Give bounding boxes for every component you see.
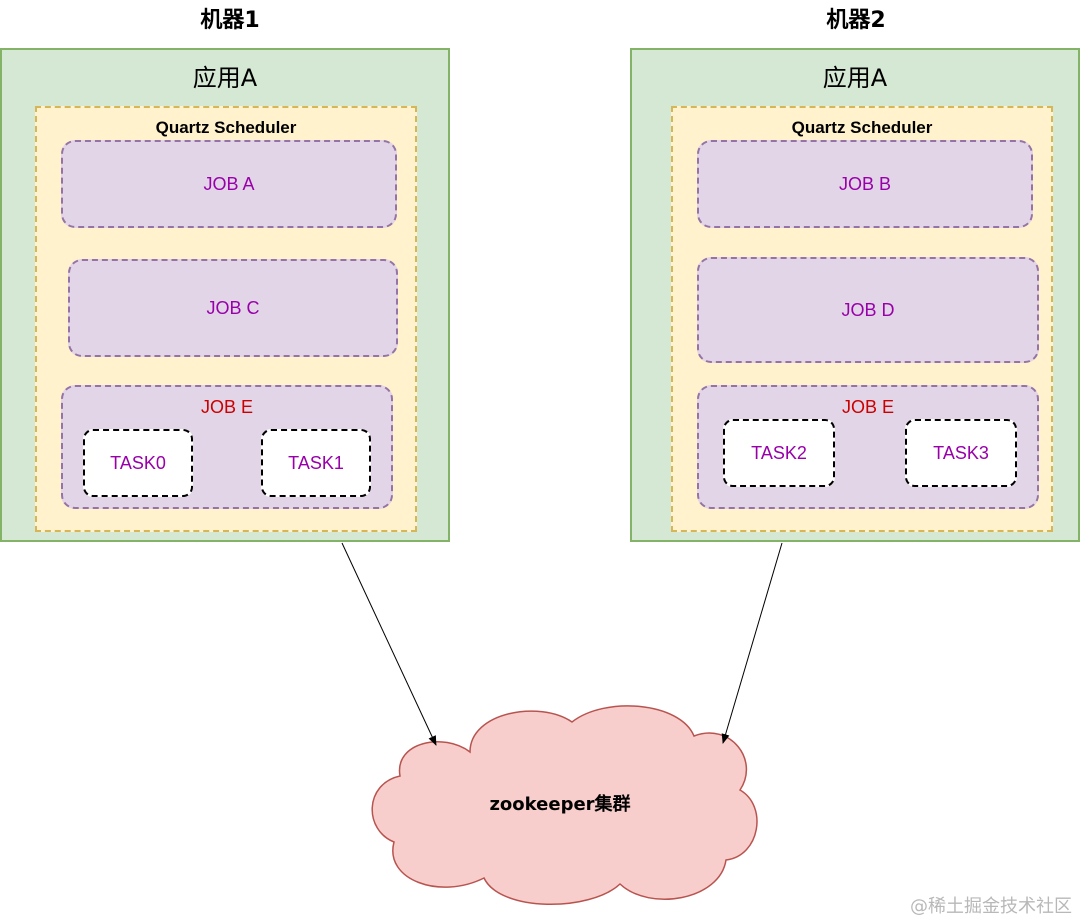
quartz-scheduler-box[interactable]: Quartz Scheduler JOB B JOB D JOB E TASK2… [671, 106, 1053, 532]
app-title: 应用A [192, 64, 258, 92]
task-label: TASK2 [751, 442, 807, 463]
job-label: JOB D [841, 299, 895, 320]
scheduler-title: Quartz Scheduler [791, 118, 933, 137]
task-box[interactable]: TASK1 [261, 429, 371, 497]
job-label: JOB C [206, 297, 260, 318]
split-job-label: JOB E [200, 397, 253, 417]
job-box[interactable]: JOB B [697, 140, 1033, 228]
connector-arrow [721, 542, 783, 744]
quartz-scheduler-box[interactable]: Quartz Scheduler JOB A JOB C JOB E TASK0… [35, 106, 417, 532]
machine-2-title: 机器2 [826, 8, 886, 33]
watermark: @稀土掘金技术社区 [910, 896, 1072, 917]
job-box[interactable]: JOB C [68, 259, 398, 357]
machine-1-app-box[interactable]: 应用A Quartz Scheduler JOB A JOB C JOB E T… [0, 48, 450, 542]
job-box[interactable]: JOB A [61, 140, 397, 228]
task-label: TASK0 [110, 452, 166, 473]
zookeeper-cluster-cloud[interactable] [371, 705, 758, 906]
scheduler-title: Quartz Scheduler [155, 118, 297, 137]
split-job-label: JOB E [841, 397, 894, 417]
connector-arrow [341, 542, 437, 746]
machine-2-app-box[interactable]: 应用A Quartz Scheduler JOB B JOB D JOB E T… [630, 48, 1080, 542]
task-label: TASK1 [288, 452, 344, 473]
zookeeper-cluster-label: zookeeper集群 [489, 794, 631, 815]
task-box[interactable]: TASK2 [723, 419, 835, 487]
job-box[interactable]: JOB D [697, 257, 1039, 363]
app-title: 应用A [822, 64, 888, 92]
job-label: JOB B [838, 173, 891, 194]
task-box[interactable]: TASK0 [83, 429, 193, 497]
job-label: JOB A [203, 173, 255, 194]
machine-1-title: 机器1 [200, 8, 260, 33]
split-job-box[interactable]: JOB E TASK0 TASK1 [61, 385, 393, 509]
split-job-box[interactable]: JOB E TASK2 TASK3 [697, 385, 1039, 509]
task-box[interactable]: TASK3 [905, 419, 1017, 487]
task-label: TASK3 [933, 442, 989, 463]
